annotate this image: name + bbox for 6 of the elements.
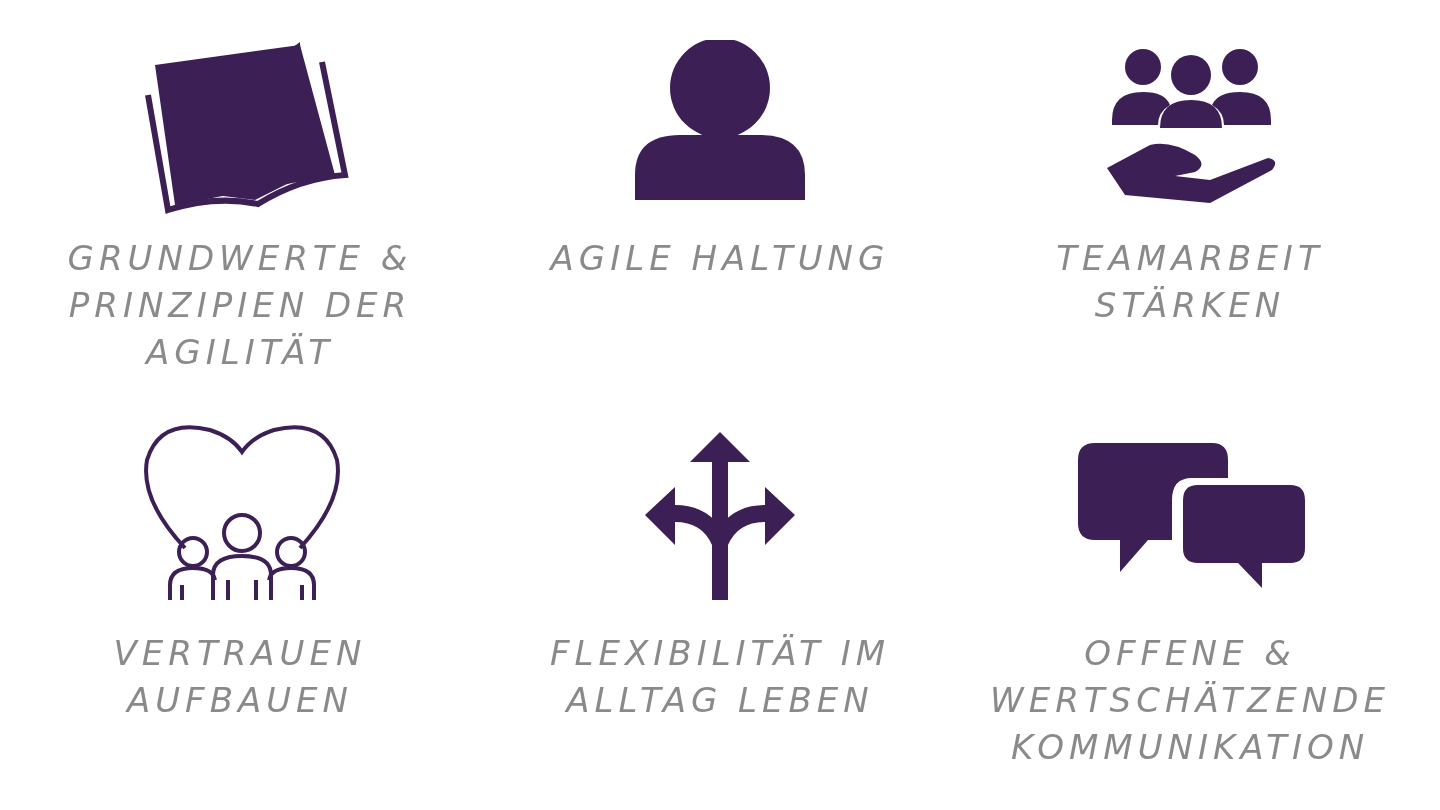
icon-caption: TEAMARBEIT STÄRKEN — [1055, 237, 1325, 327]
icon-caption: FLEXIBILITÄT IM ALLTAG LEBEN — [549, 632, 891, 722]
icon-caption: VERTRAUEN AUFBAUEN — [112, 632, 368, 722]
icon-caption: GRUNDWERTE & PRINZIPIEN DER AGILITÄT — [66, 237, 414, 374]
icon-caption: OFFENE & WERTSCHÄTZENDE KOMMUNIKATION — [990, 632, 1390, 769]
icon-caption: AGILE HALTUNG — [548, 237, 891, 280]
